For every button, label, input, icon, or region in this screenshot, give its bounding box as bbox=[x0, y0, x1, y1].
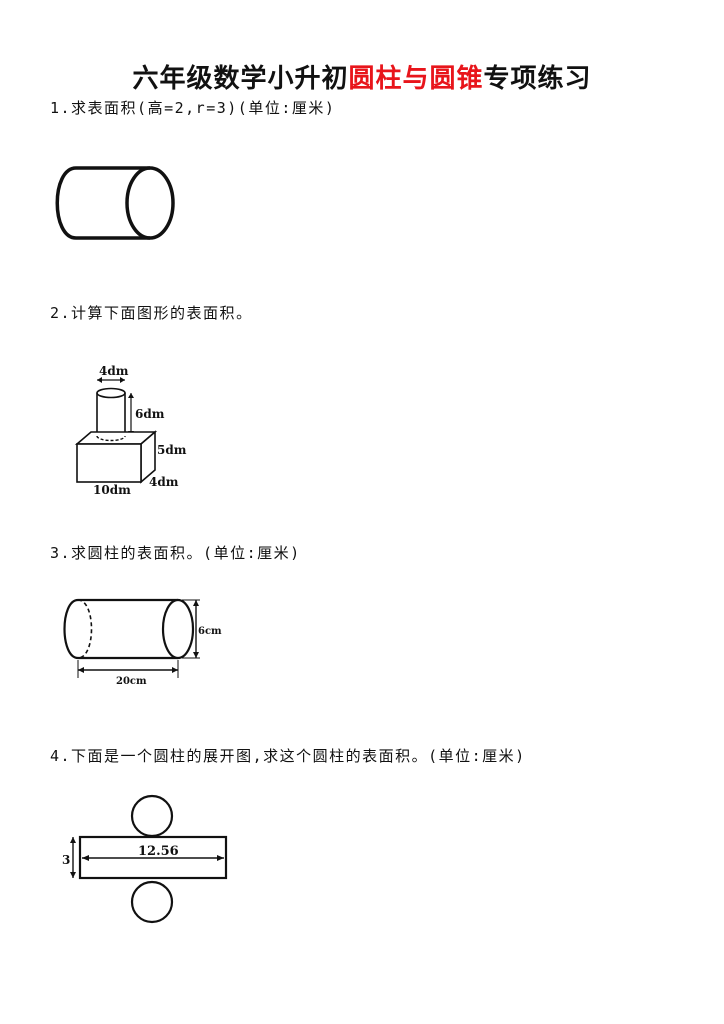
label-top-diameter: 4dm bbox=[99, 364, 129, 378]
label-diameter: 6cm bbox=[198, 626, 222, 637]
label-box-length: 10dm bbox=[93, 483, 131, 497]
title-part-3: 专项练习 bbox=[483, 64, 592, 94]
cylinder-on-box-diagram: 4dm 6dm 5dm 4dm 10dm bbox=[74, 364, 187, 497]
question-2-text: 2.计算下面图形的表面积。 bbox=[50, 304, 253, 322]
label-box-height: 5dm bbox=[157, 443, 187, 457]
label-box-depth: 4dm bbox=[149, 475, 179, 489]
label-cylinder-height: 6dm bbox=[135, 407, 165, 421]
cylinder-dimensioned-diagram: 6cm 20cm bbox=[63, 598, 222, 687]
cylinder-horizontal-diagram bbox=[55, 166, 175, 240]
question-1-text: 1.求表面积(高=2,r=3)(单位:厘米) bbox=[50, 99, 336, 117]
question-4-text: 4.下面是一个圆柱的展开图,求这个圆柱的表面积。(单位:厘米) bbox=[50, 747, 526, 765]
label-width: 12.56 bbox=[138, 844, 179, 859]
question-3-figure: 6cm 20cm bbox=[60, 594, 230, 688]
question-1-figure bbox=[48, 160, 183, 249]
label-height: 3 bbox=[62, 853, 70, 867]
page-title: 六年级数学小升初圆柱与圆锥专项练习 bbox=[0, 58, 724, 95]
cylinder-net-diagram: 12.56 3 bbox=[62, 794, 228, 924]
question-4-figure: 12.56 3 bbox=[62, 792, 232, 931]
question-2-figure: 4dm 6dm 5dm 4dm 10dm bbox=[65, 360, 205, 504]
title-highlight: 圆柱与圆锥 bbox=[348, 64, 484, 94]
question-3-text: 3.求圆柱的表面积。(单位:厘米) bbox=[50, 544, 301, 562]
label-length: 20cm bbox=[116, 676, 147, 684]
title-part-1: 六年级数学小升初 bbox=[132, 64, 349, 94]
